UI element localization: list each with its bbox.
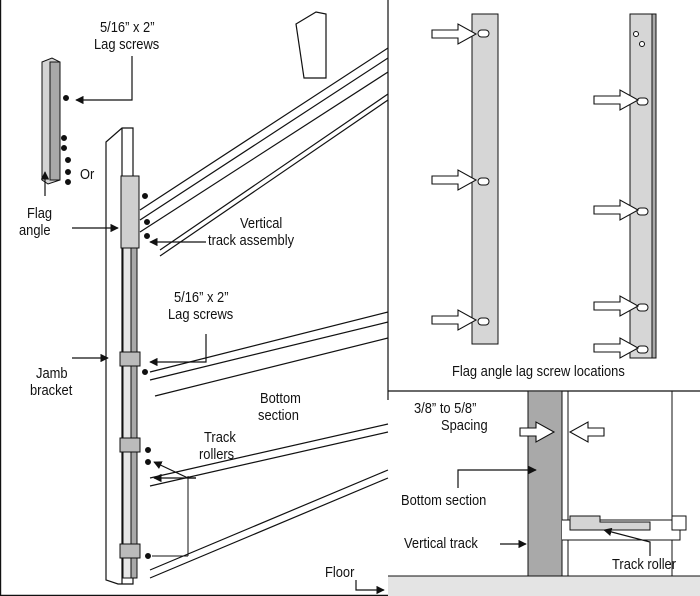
track-rollers-bracket — [152, 476, 189, 557]
bottom-section-detail-label: Bottom section — [401, 492, 487, 509]
lag-screws-mid-label-line1: 5/16” x 2” — [174, 289, 229, 306]
jamb-bracket-label-line1: Jamb — [36, 365, 68, 382]
or-label: Or — [80, 166, 95, 183]
jamb-bracket-label-line2: bracket — [30, 382, 73, 399]
vertical-track-assembly-label-line2: track assembly — [208, 232, 295, 249]
door-jamb-and-panels — [105, 11, 389, 585]
track-roller-label: Track roller — [612, 556, 677, 573]
left-leader-lines — [40, 56, 207, 483]
track-rollers-label-line2: rollers — [199, 446, 235, 463]
flag-angle-detail — [41, 57, 71, 185]
spacing-detail — [388, 390, 700, 596]
right-leader-lines — [355, 465, 651, 595]
flag-angle-label-line1: Flag — [27, 205, 53, 222]
lag-screws-top-label-line1: 5/16” x 2” — [100, 19, 155, 36]
bottom-section-label-line1: Bottom — [260, 390, 301, 407]
flag-angle-left-plate — [471, 13, 499, 345]
spacing-label-line2: Spacing — [441, 417, 488, 434]
lag-screws-mid-label-line2: Lag screws — [168, 306, 234, 323]
vertical-track-assembly — [119, 175, 151, 579]
bottom-section-label-line2: section — [258, 407, 299, 424]
floor-label: Floor — [325, 564, 355, 581]
track-rollers-label-line1: Track — [204, 429, 236, 446]
spacing-arrows — [519, 421, 605, 443]
spacing-label-line1: 3/8” to 5/8” — [414, 400, 477, 417]
lag-screws-top-label-line2: Lag screws — [94, 36, 160, 53]
vertical-track-label: Vertical track — [404, 535, 478, 552]
flag-angle-lag-screw-locations-caption: Flag angle lag screw locations — [452, 363, 625, 380]
vertical-track-assembly-label-line1: Vertical — [240, 215, 283, 232]
screw-location-arrows — [431, 23, 640, 359]
flag-angle-label-line2: angle — [19, 222, 51, 239]
